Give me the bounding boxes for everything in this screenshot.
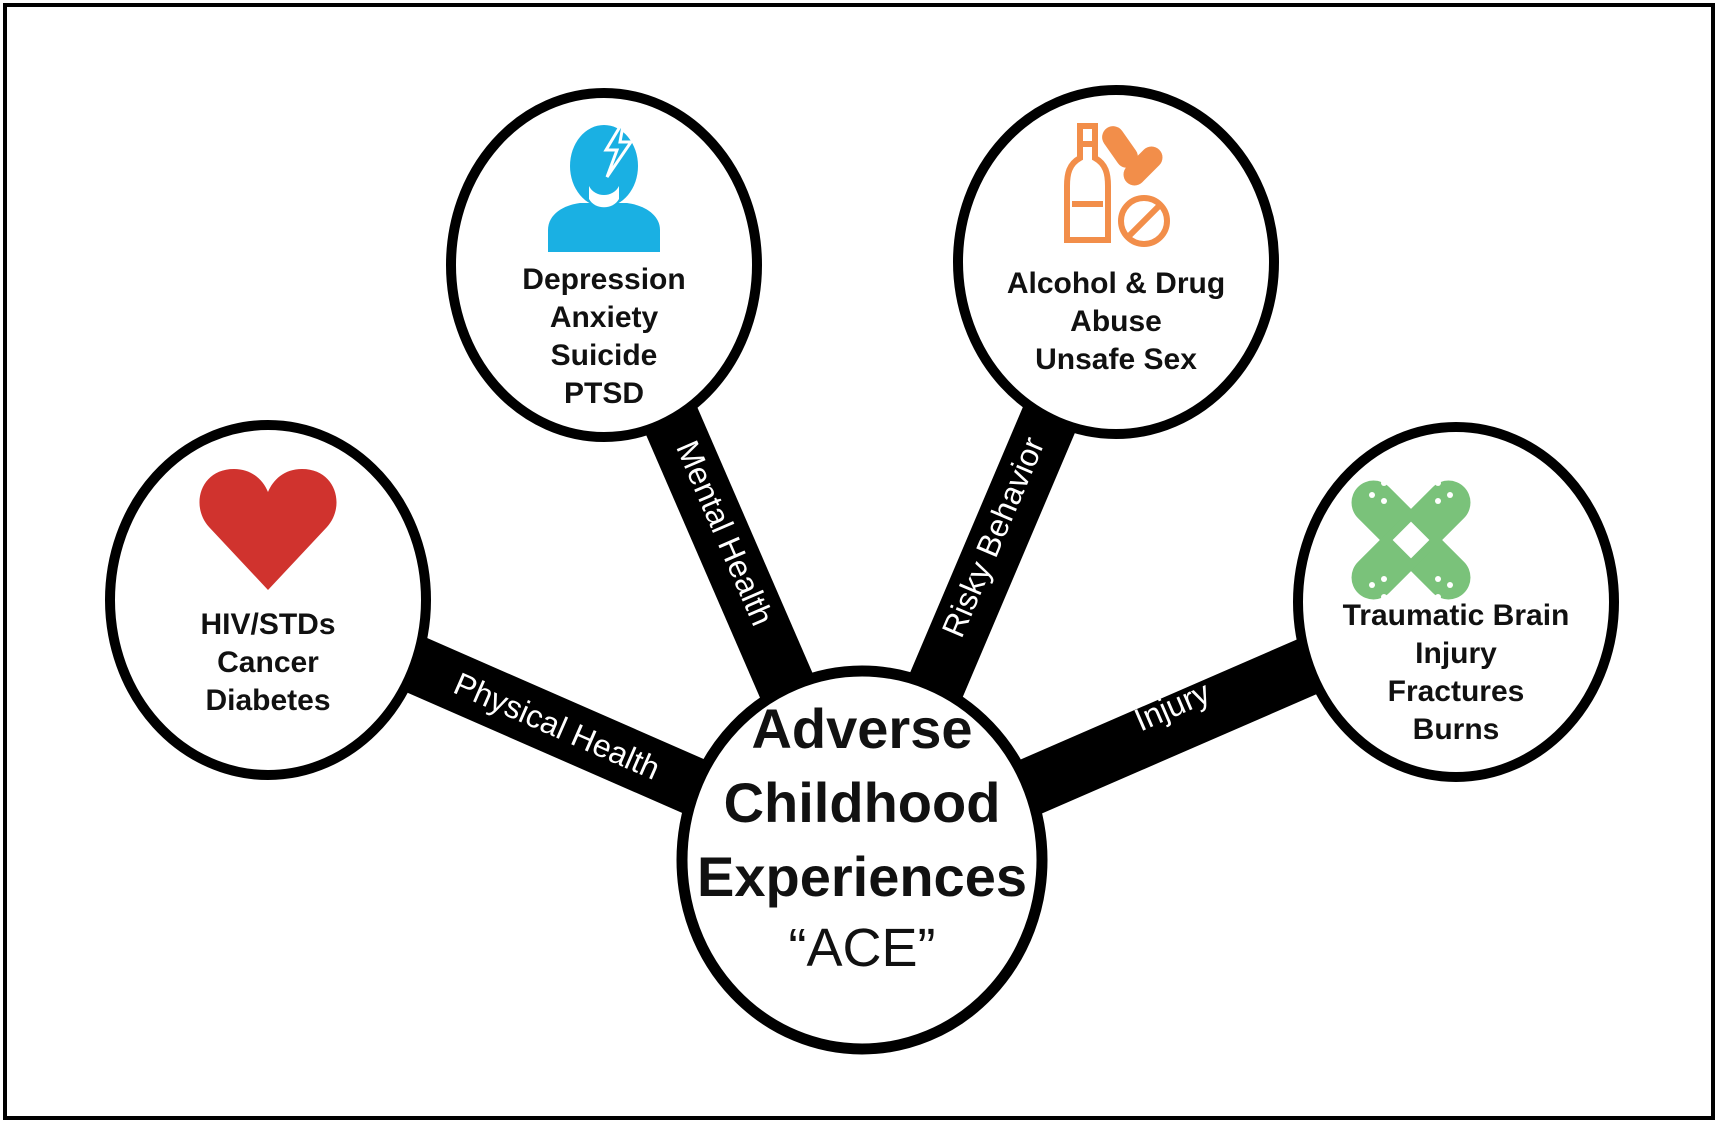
physical-health-bubble: HIV/STDs Cancer Diabetes: [105, 420, 431, 780]
pill-capsules: [1102, 126, 1163, 186]
physical-line-3: Diabetes: [205, 684, 330, 717]
risky-line-3: Unsafe Sex: [1035, 343, 1197, 376]
center-line-2: Childhood: [724, 771, 1001, 834]
physical-line-1: HIV/STDs: [200, 608, 335, 641]
risky-behavior-bubble: Alcohol & Drug Abuse Unsafe Sex: [953, 85, 1279, 439]
mental-line-1: Depression: [522, 263, 685, 296]
injury-line-4: Burns: [1413, 713, 1500, 746]
crossed-bandages-icon: [1351, 480, 1471, 600]
physical-health-label: Physical Health: [449, 665, 666, 786]
center-bubble: Adverse Childhood Experiences “ACE”: [676, 665, 1048, 1055]
mental-line-4: PTSD: [564, 377, 644, 410]
injury-line-2: Injury: [1415, 637, 1497, 670]
injury-bubble: Traumatic Brain Injury Fractures Burns: [1293, 422, 1619, 782]
mental-health-bubble: Depression Anxiety Suicide PTSD: [446, 88, 762, 442]
person-lightning-icon: [548, 119, 660, 252]
injury-line-3: Fractures: [1388, 675, 1525, 708]
risky-line-2: Abuse: [1070, 305, 1162, 338]
injury-line-1: Traumatic Brain: [1343, 599, 1570, 632]
physical-line-2: Cancer: [217, 646, 319, 679]
center-line-1: Adverse: [751, 697, 972, 760]
bottle-pills-icon: [1064, 123, 1170, 247]
center-line-3: Experiences: [697, 845, 1027, 908]
center-abbreviation: “ACE”: [789, 918, 936, 978]
mental-line-2: Anxiety: [550, 301, 659, 334]
heart-icon: [199, 469, 337, 590]
risky-line-1: Alcohol & Drug: [1007, 267, 1225, 300]
mental-line-3: Suicide: [551, 339, 658, 372]
